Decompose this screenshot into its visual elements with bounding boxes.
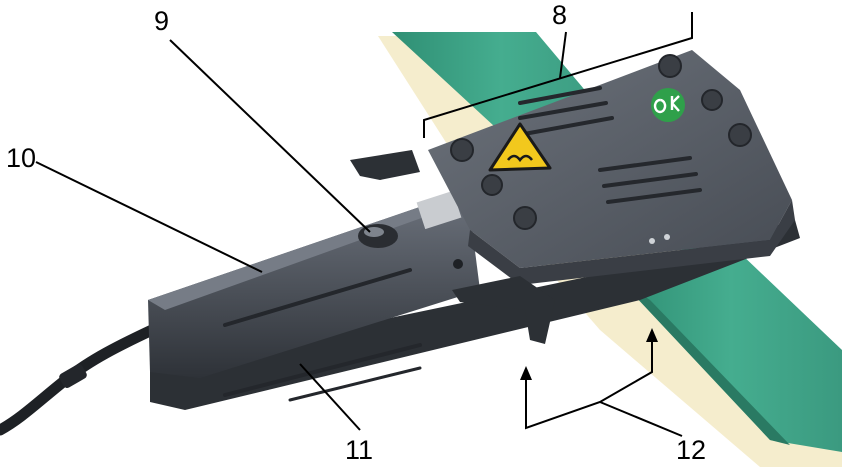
device-head-edge [468, 200, 795, 285]
handle-groove-2 [223, 343, 422, 397]
head-screw-2 [658, 54, 682, 78]
clamp-lever [350, 150, 420, 180]
callout-label-9: 9 [154, 6, 170, 36]
head-screw-1 [450, 138, 474, 162]
slider-button-highlight [364, 227, 384, 237]
ok-badge-icon [651, 88, 685, 122]
callout-bracket-8 [423, 12, 693, 138]
front-lever-pivot [453, 259, 463, 269]
device-handle [148, 200, 480, 378]
belt-lower-edge [620, 280, 790, 445]
front-lever [452, 276, 555, 344]
callout-label-11: 11 [345, 435, 374, 465]
callout-label-10: 10 [6, 143, 37, 173]
handle-groove-3 [288, 366, 422, 402]
ok-badge-glyph [653, 95, 680, 114]
callout-label-12: 12 [676, 435, 707, 465]
callout-line-8 [559, 31, 567, 79]
nameplate [416, 190, 462, 230]
arrowhead-12-left [520, 366, 532, 380]
callout-line-10 [35, 161, 263, 273]
callout-label-8: 8 [552, 0, 568, 30]
belt-lower [620, 232, 842, 452]
head-screw-3 [701, 89, 723, 111]
handle-groove-1 [223, 268, 412, 327]
callout-line-12 [599, 401, 683, 437]
head-slot-6 [606, 188, 702, 204]
head-slot-3 [522, 116, 614, 136]
head-slot-1 [518, 86, 602, 105]
head-slot-4 [598, 156, 692, 172]
head-screw-6 [513, 206, 537, 230]
warning-icon-glyph [507, 154, 533, 163]
hot-surface-warning-icon [488, 122, 552, 172]
head-screw-5 [481, 174, 503, 196]
cable-strain-relief [59, 364, 87, 388]
head-slot-5 [602, 172, 698, 188]
base-hole-2 [664, 234, 670, 240]
head-screw-4 [728, 123, 752, 147]
base-hole-1 [649, 238, 655, 244]
callout-line-9 [169, 39, 371, 233]
head-slot-2 [518, 101, 608, 120]
callout-line-11 [299, 363, 361, 431]
arrowhead-12-right [646, 328, 658, 342]
